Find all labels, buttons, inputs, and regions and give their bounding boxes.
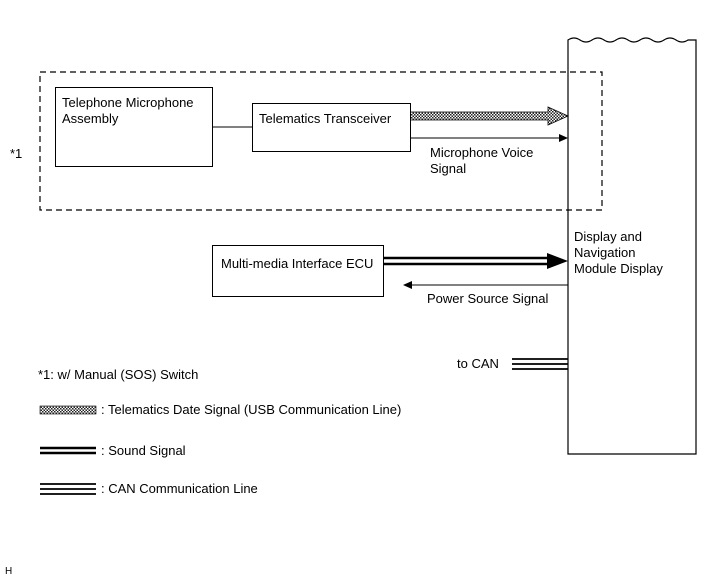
telematics-transceiver-label: Telematics Transceiver [259, 111, 392, 126]
footer-code: H [5, 566, 13, 577]
display-module-outline [567, 37, 697, 455]
display-navigation-module-label: Display and Navigation Module Display [574, 229, 663, 276]
legend-telematics-text: : Telematics Date Signal (USB Communicat… [101, 402, 402, 417]
mic-voice-signal-arrowhead [559, 134, 568, 142]
sos-group-dashed-box [39, 71, 603, 211]
telematics-signal-arrow [409, 106, 569, 126]
power-source-signal-label: Power Source Signal [427, 291, 549, 306]
sound-signal-arrowhead [547, 253, 568, 269]
multimedia-interface-ecu-box: Multi-media Interface ECU [212, 245, 384, 297]
legend-note: *1: w/ Manual (SOS) Switch [38, 367, 199, 382]
legend-sound-text: : Sound Signal [101, 443, 186, 458]
multimedia-interface-ecu-label: Multi-media Interface ECU [221, 256, 374, 271]
power-source-signal-arrowhead [403, 281, 412, 289]
to-can-label: to CAN [457, 356, 499, 371]
group-marker: *1 [10, 146, 23, 161]
microphone-voice-signal-label: Microphone Voice Signal [430, 145, 534, 176]
legend-can-text: : CAN Communication Line [101, 481, 258, 496]
telematics-transceiver-box: Telematics Transceiver [252, 103, 411, 152]
telephone-microphone-assembly-box: Telephone Microphone Assembly [55, 87, 213, 167]
telephone-microphone-assembly-label: Telephone Microphone Assembly [62, 95, 194, 126]
legend-telematics-swatch [39, 405, 97, 415]
